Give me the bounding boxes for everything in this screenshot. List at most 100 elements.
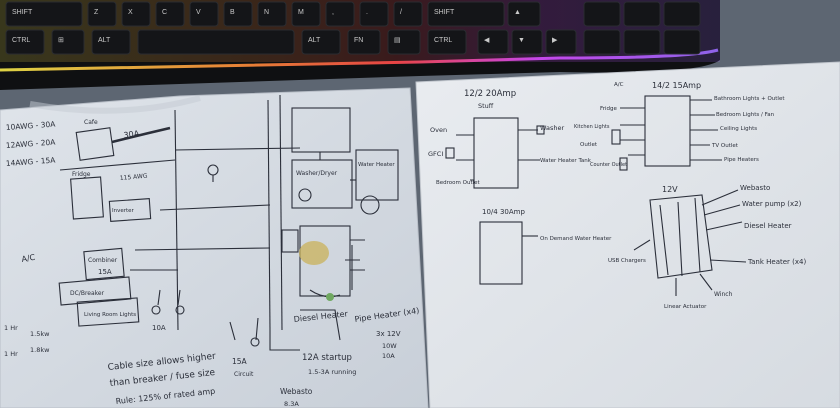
panel1-left-2: Bedroom Outlet	[436, 180, 481, 186]
key-numpad-5-cap	[663, 29, 701, 55]
key-v-cap	[189, 1, 219, 27]
key-menu-legend: ▤	[394, 37, 401, 44]
key-ctrl-left: CTRL	[5, 29, 45, 55]
panel1-right-1: Water Heater Tank	[540, 158, 592, 164]
right-sheet	[415, 61, 840, 408]
key-c-legend: C	[162, 9, 167, 16]
heater-run-label: 1.5-3A running	[308, 368, 356, 376]
key-b-legend: B	[230, 9, 235, 16]
key-period-cap	[359, 1, 389, 27]
panel2-right-0: Bathroom Lights + Outlet	[714, 96, 785, 102]
key-arrow-down-cap	[511, 29, 543, 55]
combiner-label: Combiner	[88, 257, 118, 264]
key-shift-left-legend: SHIFT	[12, 9, 33, 16]
key-numpad-3-cap	[583, 29, 621, 55]
key-numpad-2-cap	[663, 1, 701, 27]
amp10-label: 10A	[152, 324, 166, 332]
left-wiring	[58, 94, 399, 351]
panel1-right-0: Washer	[540, 124, 564, 132]
panel1-left-1: GFCI	[428, 150, 443, 158]
key-numpad-3	[583, 29, 621, 55]
key-z-cap	[87, 1, 117, 27]
key-ctrl-right: CTRL	[427, 29, 467, 55]
panel2-left-3: Outlet	[580, 142, 598, 148]
key-ctrl-left-cap	[5, 29, 45, 55]
ac-label: A/C	[21, 253, 37, 264]
key-comma-legend: ,	[332, 9, 334, 16]
key-alt-right: ALT	[301, 29, 341, 55]
awg-label: 115 AWG	[120, 173, 149, 182]
key-x-legend: X	[128, 9, 133, 16]
key-arrow-left-legend: ◀	[484, 37, 490, 44]
panel4-right-3: Tank Heater (x4)	[747, 258, 806, 266]
green-dot	[326, 293, 334, 301]
key-alt-left-cap	[91, 29, 131, 55]
key-m-legend: M	[298, 9, 304, 16]
panel1-title: 12/2 20Amp	[464, 89, 516, 99]
key-numpad-1	[623, 1, 661, 27]
key-menu: ▤	[387, 29, 421, 55]
key-fn: FN	[347, 29, 381, 55]
key-shift-right: SHIFT	[427, 1, 505, 27]
key-win-legend: ⊞	[58, 37, 64, 44]
key-x-cap	[121, 1, 151, 27]
key-b-cap	[223, 1, 253, 27]
awg-note-2: 12AWG - 20A	[6, 137, 57, 150]
switch-label: DC/Breaker	[70, 290, 105, 297]
inverter-label: Inverter	[112, 208, 135, 214]
key-numpad-5	[663, 29, 701, 55]
key-v-legend: V	[196, 9, 201, 16]
key-shift-right-cap	[427, 1, 505, 27]
key-v: V	[189, 1, 219, 27]
amp15-label: 15A	[98, 268, 112, 276]
key-arrow-right: ▶	[545, 29, 577, 55]
panel1-subtitle: Stuff	[478, 102, 494, 110]
fridge-label: Fridge	[72, 171, 91, 178]
pipe-spec-3: 10A	[382, 352, 395, 360]
panel2-right-1: Bedroom Lights / Fan	[716, 112, 775, 118]
key-space-cap	[137, 29, 295, 55]
key-z: Z	[87, 1, 117, 27]
key-n-cap	[257, 1, 287, 27]
circuit-label: Circuit	[234, 371, 254, 378]
amp30-label: 30A	[123, 129, 140, 140]
panel2-left-1: Fridge	[600, 106, 618, 112]
webasto-label: Webasto	[280, 387, 313, 396]
key-numpad-4	[623, 29, 661, 55]
awg-note-3: 14AWG - 15A	[6, 155, 57, 168]
key-win-cap	[51, 29, 85, 55]
side-note-3: 1.8kw	[30, 346, 50, 354]
pipe-spec-2: 10W	[382, 342, 397, 350]
panel4-bottom-0: Linear Actuator	[664, 304, 707, 310]
key-numpad-1-cap	[623, 1, 661, 27]
right-wiring	[445, 95, 747, 296]
key-arrow-right-legend: ▶	[552, 37, 558, 44]
key-n: N	[257, 1, 287, 27]
key-numpad-0-cap	[583, 1, 621, 27]
side-note-2: 1.5kw	[30, 330, 50, 338]
water-heater-label: Water Heater	[358, 162, 395, 168]
awg-note-1: 10AWG - 30A	[6, 119, 57, 132]
key-z-legend: Z	[94, 9, 99, 16]
side-note-4: 1 Hr	[4, 350, 18, 358]
key-comma-cap	[325, 1, 355, 27]
stove-label: Cafe	[84, 119, 98, 126]
key-fn-cap	[347, 29, 381, 55]
key-arrow-left: ◀	[477, 29, 509, 55]
key-alt-right-legend: ALT	[308, 37, 321, 44]
panel4-title: 12V	[662, 185, 678, 194]
panel4-right-1: Water pump (x2)	[742, 200, 802, 208]
key-m-cap	[291, 1, 321, 27]
heater-amp-label: 12A startup	[302, 353, 352, 363]
key-m: M	[291, 1, 321, 27]
key-comma: ,	[325, 1, 355, 27]
panel4-right-2: Diesel Heater	[744, 222, 792, 230]
key-x: X	[121, 1, 151, 27]
key-alt-right-cap	[301, 29, 341, 55]
panel2-left-4: Counter Outlet	[590, 162, 627, 168]
washer-dryer-label: Washer/Dryer	[296, 170, 338, 177]
panel2-right-4: Pipe Heaters	[724, 157, 759, 163]
webasto-amp-label: 8.3A	[284, 400, 299, 408]
amp15b-label: 15A	[232, 357, 248, 366]
